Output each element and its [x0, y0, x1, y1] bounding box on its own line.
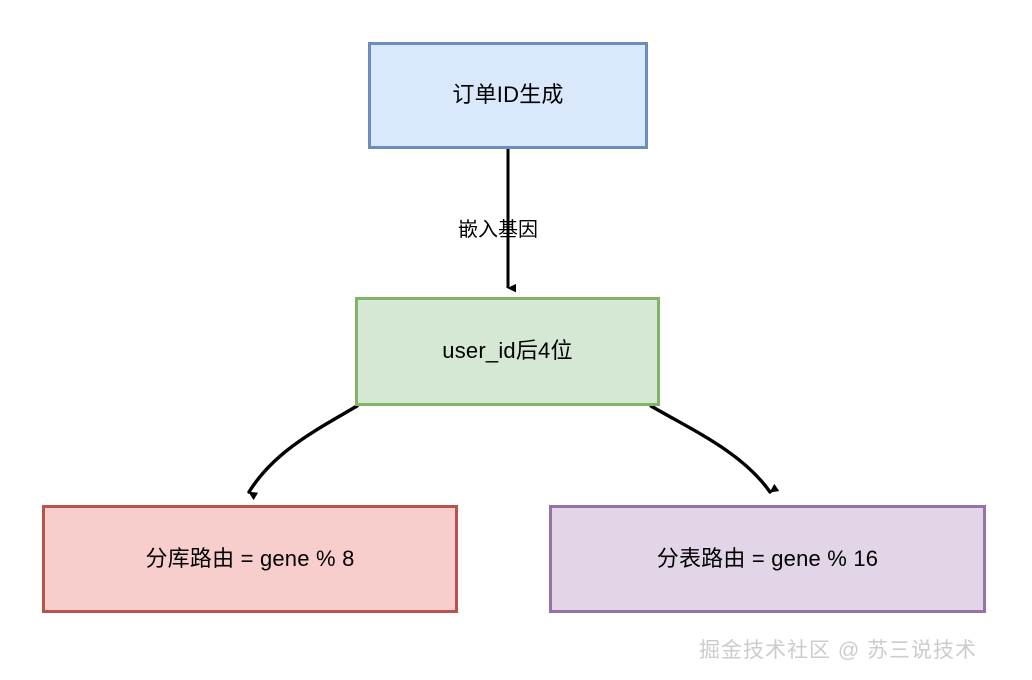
node-table-route-label: 分表路由 = gene % 16 [656, 545, 879, 571]
edge-user-to-db-path [247, 404, 359, 501]
edge-user-to-table-path [649, 404, 780, 494]
edge-label-embed-gene: 嵌入基因 [458, 219, 538, 241]
edge-user-to-db [247, 404, 359, 501]
node-order-id-generation[interactable]: 订单ID生成 [368, 42, 648, 149]
node-user-id-suffix[interactable]: user_id后4位 [355, 297, 660, 406]
node-order-id-label: 订单ID生成 [452, 82, 564, 108]
edge-user-to-table [649, 404, 780, 494]
node-table-route[interactable]: 分表路由 = gene % 16 [549, 505, 986, 613]
node-database-route[interactable]: 分库路由 = gene % 8 [42, 505, 458, 613]
watermark-text: 掘金技术社区 @ 苏三说技术 [699, 639, 977, 662]
node-database-route-label: 分库路由 = gene % 8 [145, 545, 355, 571]
node-user-id-label: user_id后4位 [442, 338, 573, 364]
